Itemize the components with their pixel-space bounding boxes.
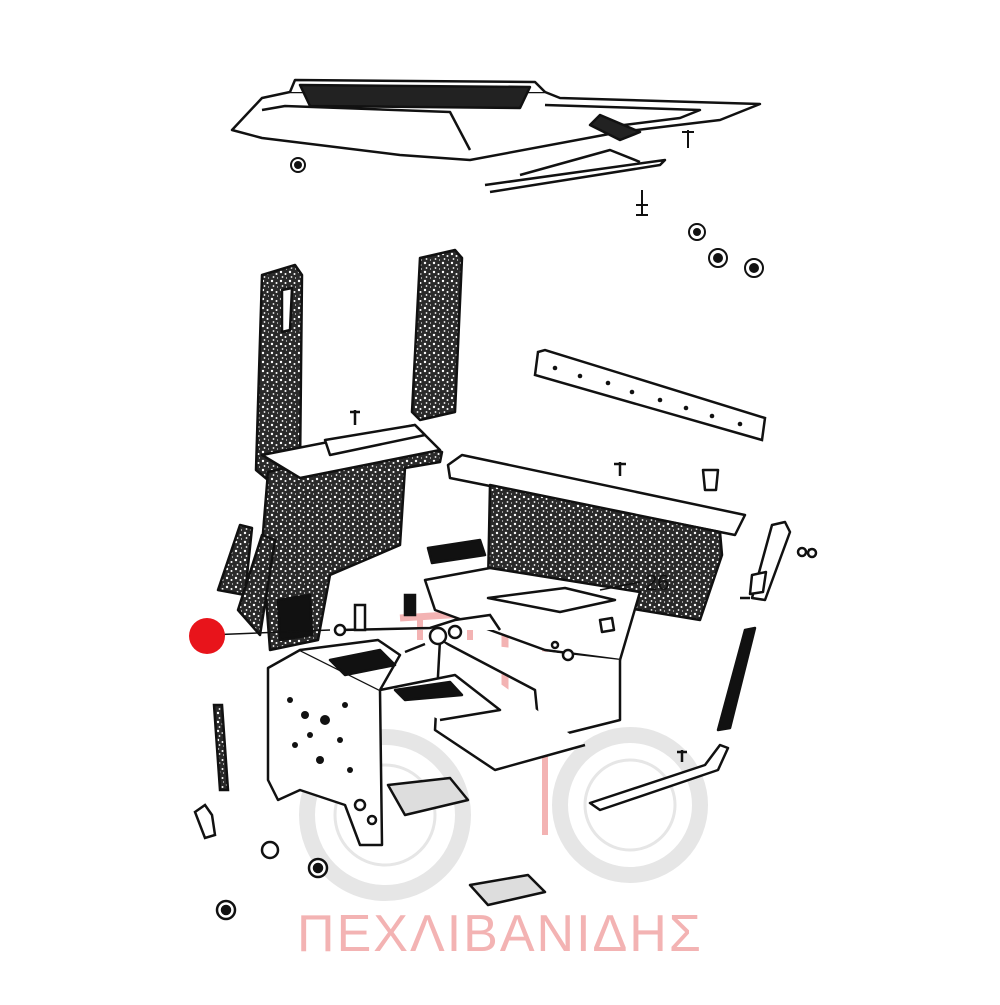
callout-leader-26 (599, 581, 641, 591)
right-side-rails (588, 520, 818, 812)
watermark-text: ΠΕΧΛΙΒΑΝΙΔΗΣ (297, 905, 703, 963)
marker-dot-icon[interactable] (189, 618, 331, 654)
front-lower-panel (266, 638, 547, 907)
cab-pillars (254, 248, 464, 482)
fastener-set-top (290, 130, 764, 278)
roof-panel (230, 78, 762, 194)
wiring-assembly (333, 593, 502, 654)
left-console (216, 410, 444, 652)
callout-label-26: 26 (645, 570, 670, 595)
perforated-bar (533, 348, 767, 442)
floor-tray (423, 566, 642, 772)
loose-parts-left (193, 703, 329, 921)
